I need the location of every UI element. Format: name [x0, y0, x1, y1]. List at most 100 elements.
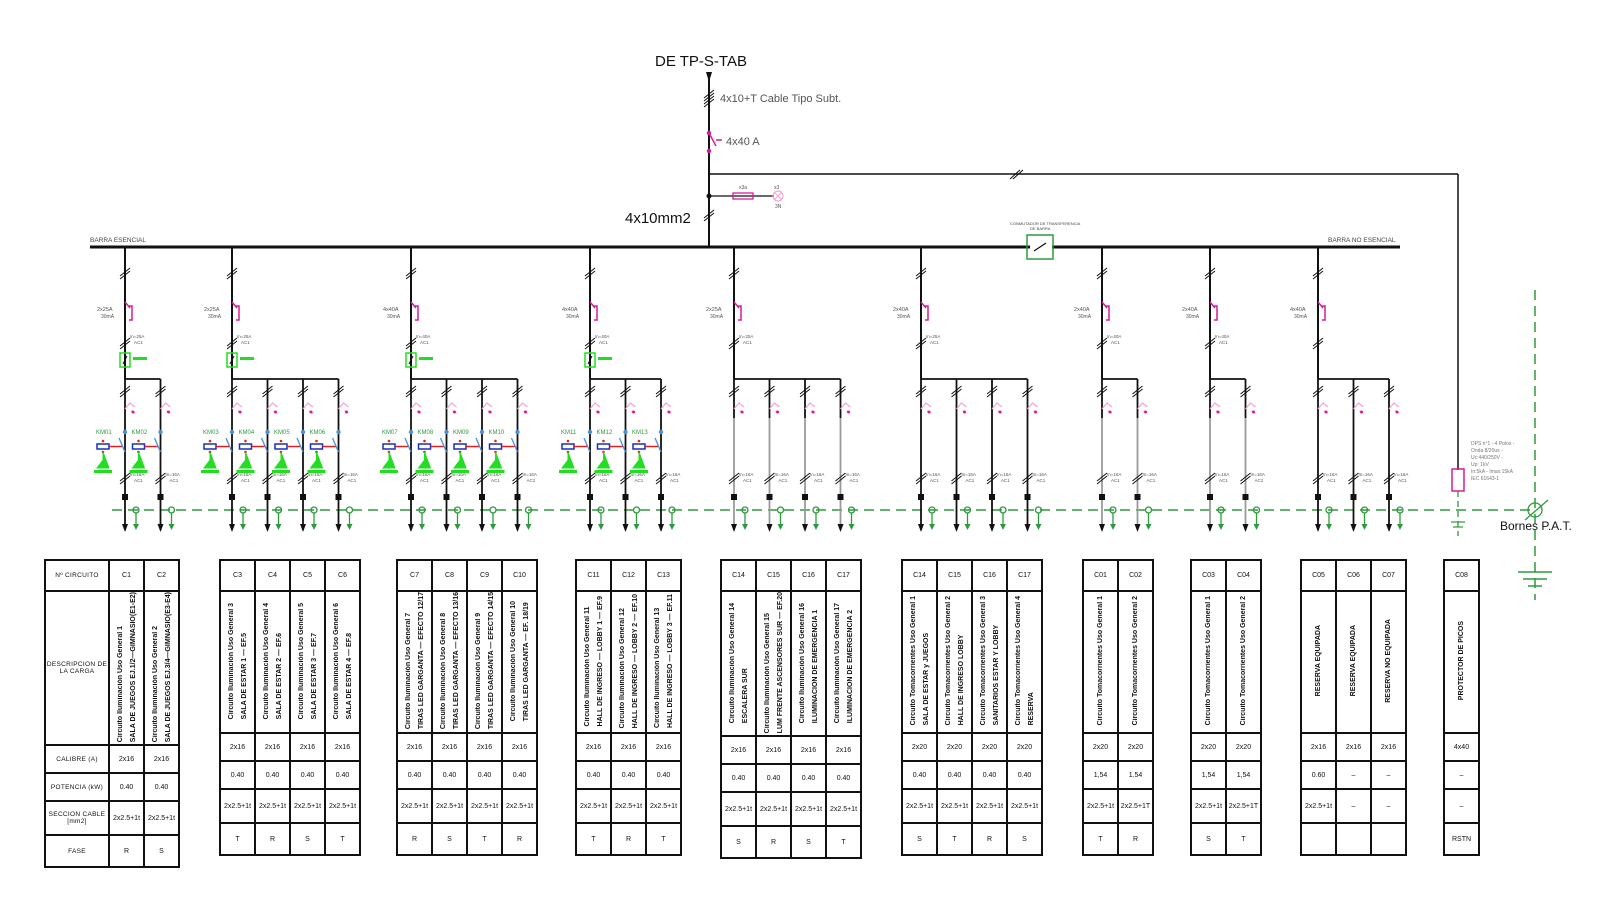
tick-line: [915, 475, 927, 485]
tick-line: [405, 388, 417, 398]
load-arrow-icon: [1386, 524, 1392, 532]
phase-cell: R: [108, 834, 145, 869]
branch-breaker-rating: In=16A: [130, 472, 144, 477]
description-line: HALL DE INGRESO — LOBBY 2 — EF.10: [631, 593, 639, 729]
mcb-dot: [667, 410, 671, 414]
power-cell: 0.40: [971, 760, 1008, 790]
cable-tick-icon: [1312, 267, 1324, 280]
cable-tick-icon: [703, 209, 715, 222]
earth-arrow-icon: [1145, 524, 1152, 530]
source-label: DE TP-S-TAB: [655, 53, 747, 70]
bus-tie-switch-icon[interactable]: [1026, 234, 1054, 260]
tick-line: [620, 385, 631, 395]
load-arrow-icon: [157, 524, 164, 532]
spd-spec-line: Onda 8/20us -: [1471, 448, 1503, 454]
rating-cell: 2x20: [1006, 732, 1043, 762]
earth-arrow-icon: [525, 524, 532, 530]
earth-arrow-icon: [1253, 524, 1260, 530]
tick-line: [1348, 475, 1359, 485]
tick-line: [1240, 388, 1251, 398]
earth-connection-icon: [1144, 506, 1153, 514]
tick-line: [1312, 267, 1324, 277]
cable-tick-icon: [1009, 169, 1024, 180]
terminal-icon: [157, 494, 164, 500]
description-line: Circuito Iluminación Uso General 7: [404, 613, 412, 730]
branch-breaker-rating: In=16A: [1033, 472, 1047, 477]
tick-line: [764, 388, 775, 398]
rcd-sensitivity-label: 30mA: [566, 314, 580, 320]
table-row-circuit: C08: [1443, 559, 1480, 592]
contact-dot: [658, 429, 664, 435]
branch-breaker-rating: In=16A: [846, 472, 860, 477]
branch-breaker-class: AC1: [779, 478, 788, 483]
tick-line: [1204, 267, 1216, 277]
cable-cell: 2x2.5+1t: [610, 788, 647, 824]
description-text: RESERVA EQUIPADA: [1347, 625, 1360, 696]
tick-line: [155, 475, 166, 485]
tick-line: [1383, 385, 1395, 395]
description-text: Circuito Tomacorrientes Uso General 2: [1237, 596, 1250, 725]
load-arrow-icon: [658, 524, 664, 532]
earth-arrow-icon: [1000, 524, 1006, 530]
load-arrow-icon: [1315, 524, 1321, 532]
tick-line: [1348, 388, 1359, 398]
power-cell: 0.40: [755, 763, 792, 794]
description-line: Circuito Iluminación Uso General 15: [763, 613, 771, 734]
cable-tick-icon: [119, 267, 131, 280]
description-line: Circuito Iluminación Uso General 12: [618, 607, 626, 729]
cable-tick-icon: [1348, 472, 1359, 485]
description-line: Circuito Tomacorrientes Uso General 1: [1097, 596, 1104, 726]
contact-dot: [444, 429, 449, 435]
description-line: SALA DE JUEGOS EJ.3/4—GIMNASIO(E3-E4): [164, 592, 172, 743]
description-text: Circuito Tomacorrientes Uso General 1: [1094, 596, 1107, 725]
coil-terminal: [602, 439, 605, 443]
tick-line: [1240, 475, 1251, 485]
earth-arrow-icon: [813, 524, 819, 530]
tick-line: [441, 388, 452, 398]
rcd-sensitivity-label: 30mA: [387, 314, 401, 320]
contact-dot: [479, 429, 485, 435]
branch-breaker-class: AC1: [241, 478, 250, 483]
load-arrow-icon: [443, 524, 450, 532]
power-cell: 0.40: [219, 760, 256, 790]
tick-line: [835, 388, 846, 398]
cable-tick-icon: [512, 472, 523, 485]
meter-fuse-label: x3a: [739, 185, 747, 191]
circuit-id-cell: C04: [1225, 559, 1262, 592]
earth-connection-icon: [345, 506, 354, 514]
table-row-description: PROTECTOR DE PICOS: [1443, 590, 1480, 734]
cable-tick-icon: [119, 385, 131, 398]
cable-cell: 2x2.5+1t: [431, 788, 468, 824]
load-arrow-icon: [479, 524, 485, 532]
earth-arrow-icon: [346, 524, 353, 530]
control-element-icon: [596, 451, 611, 469]
description-line: RESERVA EQUIPADA: [1315, 625, 1322, 697]
load-arrow-icon: [335, 524, 342, 532]
phase-cell: S: [1190, 822, 1227, 856]
cable-cell: 2x2.5+1t: [219, 788, 256, 824]
timer-label-bar: [419, 357, 433, 360]
branch-breaker-class: AC1: [1255, 478, 1264, 483]
description-line: Circuito Iluminación Uso General 1: [116, 625, 124, 743]
circuit-id-cell: C16: [790, 559, 827, 592]
tick-line: [1312, 337, 1324, 347]
branch-breaker-rating: In=16A: [416, 472, 430, 477]
cable-cell: 2x2.5+1t: [1300, 788, 1337, 824]
power-cell: 0.60: [1300, 760, 1337, 790]
